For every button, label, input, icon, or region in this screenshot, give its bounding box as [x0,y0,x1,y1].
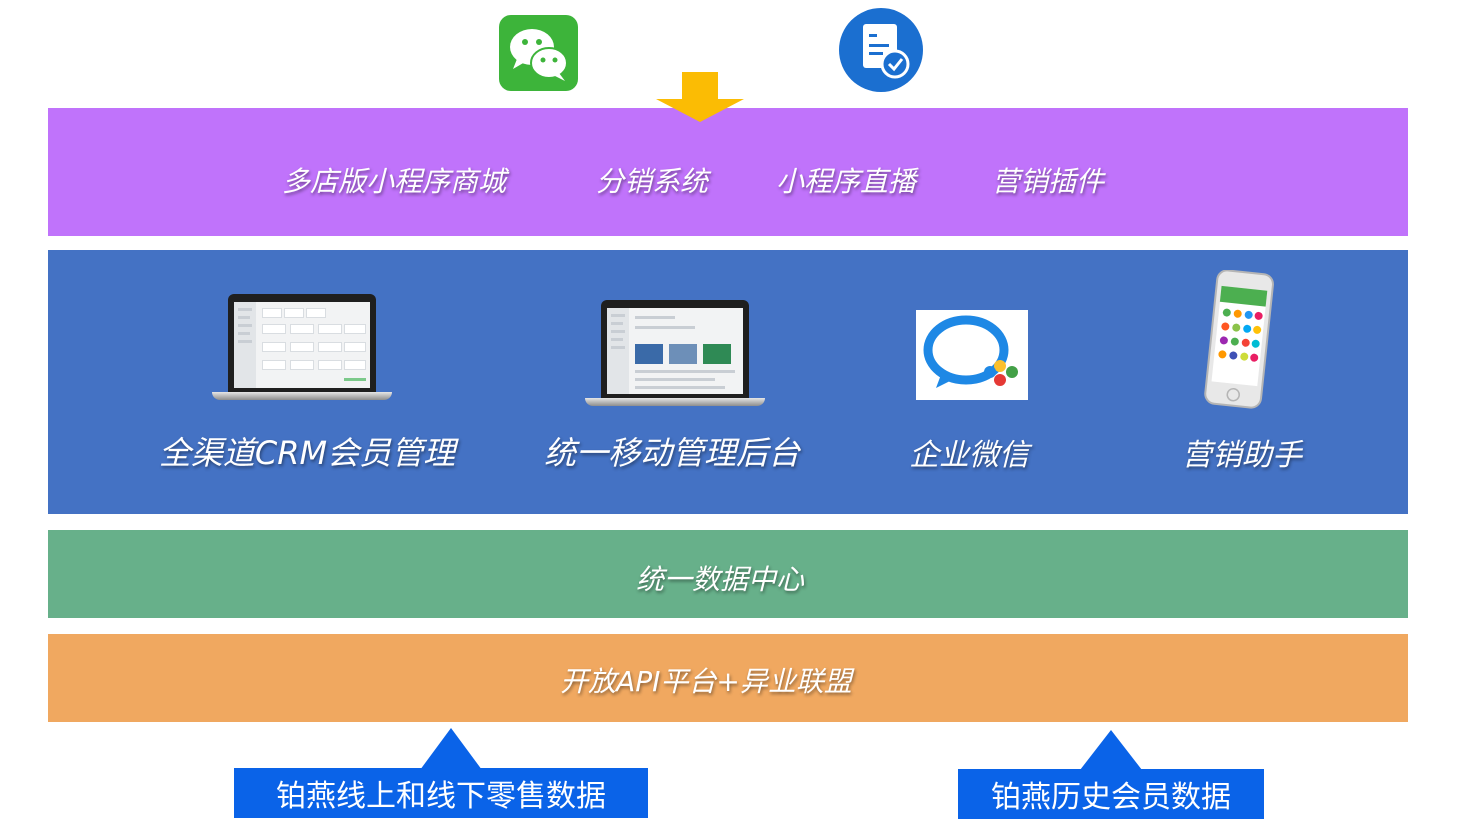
api-platform-band [48,634,1408,722]
top-item-live: 小程序直播 [775,165,917,198]
phone-app-icon [1203,269,1275,410]
source-member-history: 铂燕历史会员数据 [958,769,1264,819]
document-check-icon [837,4,925,92]
laptop-crm-icon [212,294,392,402]
source-retail-data-label: 铂燕线上和线下零售数据 [276,779,606,814]
data-center-label: 统一数据中心 [635,563,805,596]
middle-item-crm: 全渠道CRM会员管理 [158,434,456,472]
up-arrow-icon [420,728,482,770]
top-item-mall: 多店版小程序商城 [281,165,507,198]
source-retail-data: 铂燕线上和线下零售数据 [234,768,648,818]
wecom-icon [916,310,1028,400]
middle-item-wecom: 企业微信 [909,438,1029,473]
wechat-icon [499,15,578,91]
middle-item-admin: 统一移动管理后台 [543,434,801,472]
data-center-band [48,530,1408,618]
laptop-admin-icon [585,300,765,408]
up-arrow-icon [1080,730,1142,770]
api-platform-label: 开放API平台+异业联盟 [560,665,852,698]
top-layer-band [48,108,1408,236]
top-item-distribution: 分销系统 [595,165,709,198]
source-member-history-label: 铂燕历史会员数据 [991,780,1231,815]
top-item-plugin: 营销插件 [991,165,1105,198]
down-arrow-icon [656,72,744,124]
middle-item-marketing-assistant: 营销助手 [1182,438,1302,473]
